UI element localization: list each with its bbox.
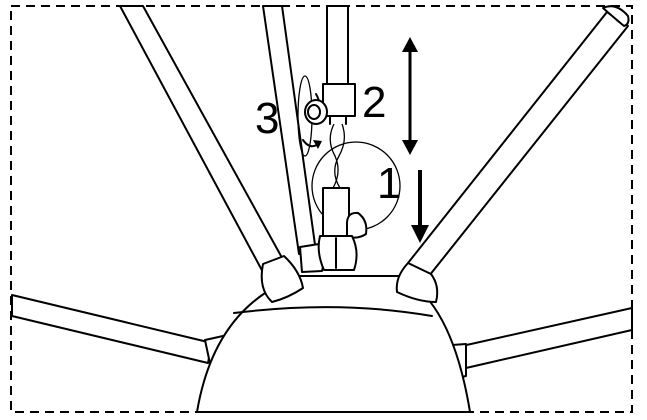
wires: [329, 123, 346, 189]
socket-sleeve: [317, 187, 368, 271]
arm-upper-right: [395, 5, 630, 303]
arm-upper-left: [119, 5, 304, 303]
arm-lower-left: [11, 294, 242, 374]
down-arrow-icon: [411, 170, 429, 243]
ball-seam: [233, 306, 433, 317]
double-headed-arrow-icon: [402, 37, 418, 155]
clamp-assembly: [304, 83, 356, 125]
hanging-rod: [326, 5, 349, 87]
step-3-label: 3: [255, 94, 279, 143]
step-2-label: 2: [362, 78, 386, 127]
step-1-label: 1: [377, 159, 401, 208]
